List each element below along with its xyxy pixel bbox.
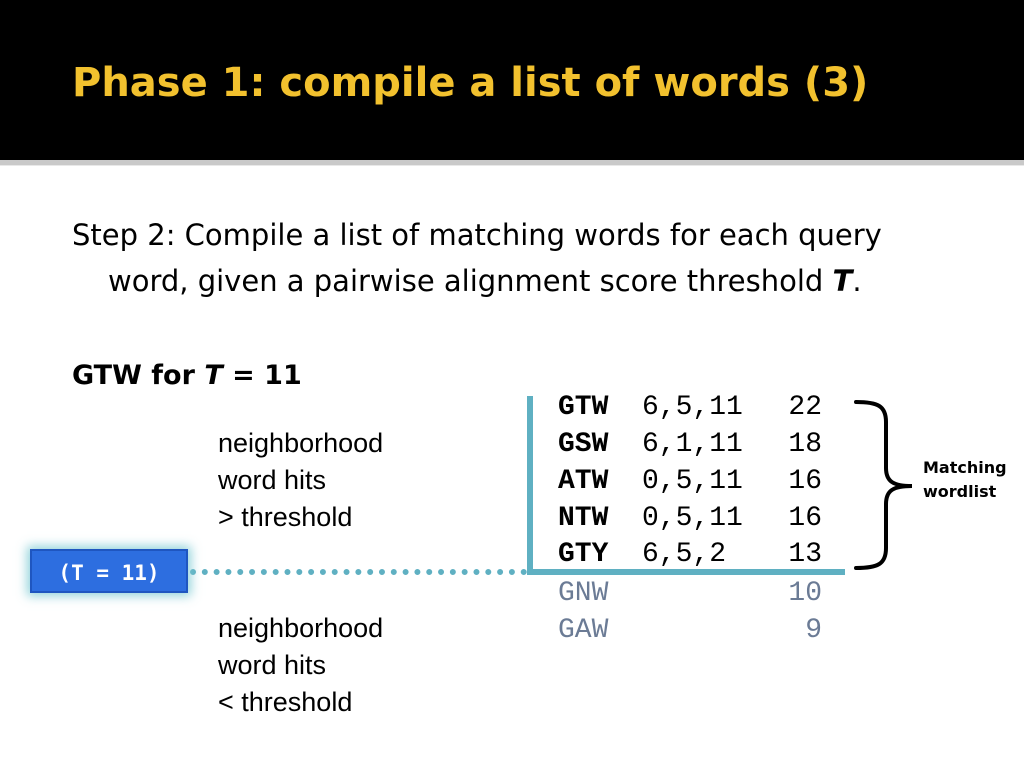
word-score: 9: [805, 615, 822, 646]
word-row: GTW 6,5,11 22: [558, 392, 828, 429]
step-text-line1: Step 2: Compile a list of matching words…: [72, 218, 882, 252]
hits-above-line: word hits: [218, 465, 327, 495]
matching-wordlist-label: Matching wordlist: [923, 456, 1007, 504]
threshold-variable: T: [832, 264, 853, 298]
word-score: 13: [788, 539, 822, 570]
word-row: GTY 6,5,2 13: [558, 539, 828, 576]
word-positions: 6,5,11: [642, 392, 743, 423]
word-code: GTY: [558, 539, 609, 570]
step-text-line2-suffix: .: [852, 264, 862, 298]
hits-below-line: neighborhood: [218, 613, 384, 643]
matching-wordlist-line: Matching: [923, 458, 1007, 477]
curly-brace-icon: [854, 400, 913, 570]
gtw-heading-prefix: GTW for: [72, 360, 205, 391]
word-row: ATW 0,5,11 16: [558, 466, 828, 503]
hits-above-label: neighborhood word hits > threshold: [218, 425, 383, 536]
hits-above-line: neighborhood: [218, 428, 384, 458]
gtw-heading: GTW for T = 11: [72, 360, 302, 391]
word-positions: 6,1,11: [642, 429, 743, 460]
word-code: GNW: [558, 578, 609, 609]
word-positions: 6,5,2: [642, 539, 727, 570]
gtw-heading-suffix: = 11: [222, 360, 302, 391]
title-divider: [0, 160, 1024, 165]
word-positions: 0,5,11: [642, 466, 743, 497]
vertical-axis-line: [527, 396, 533, 574]
word-score: 16: [788, 466, 822, 497]
threshold-axis-line: [527, 569, 845, 575]
word-code: ATW: [558, 466, 609, 497]
step-text-line2-prefix: word, given a pairwise alignment score t…: [108, 264, 833, 298]
hits-above-line: > threshold: [218, 502, 353, 532]
word-score: 10: [788, 578, 822, 609]
word-row-below: GAW 9: [558, 615, 828, 652]
title-divider-highlight: [0, 165, 1024, 166]
gtw-heading-variable: T: [204, 360, 223, 391]
step-text-line2: word, given a pairwise alignment score t…: [108, 264, 862, 298]
hits-below-line: word hits: [218, 650, 327, 680]
word-row: NTW 0,5,11 16: [558, 503, 828, 540]
word-code: GSW: [558, 429, 609, 460]
threshold-dotted-line: [190, 569, 527, 575]
word-code: GAW: [558, 615, 609, 646]
hits-below-label: neighborhood word hits < threshold: [218, 610, 383, 721]
word-score: 18: [788, 429, 822, 460]
word-row-below: GNW 10: [558, 578, 828, 615]
matching-wordlist-line: wordlist: [923, 482, 997, 501]
hits-below-line: < threshold: [218, 687, 353, 717]
threshold-badge: (T = 11): [30, 549, 188, 593]
word-score: 16: [788, 503, 822, 534]
word-code: GTW: [558, 392, 609, 423]
word-score: 22: [788, 392, 822, 423]
title-bar: Phase 1: compile a list of words (3): [0, 0, 1024, 160]
word-row: GSW 6,1,11 18: [558, 429, 828, 466]
word-positions: 0,5,11: [642, 503, 743, 534]
word-code: NTW: [558, 503, 609, 534]
slide-title: Phase 1: compile a list of words (3): [72, 60, 869, 106]
